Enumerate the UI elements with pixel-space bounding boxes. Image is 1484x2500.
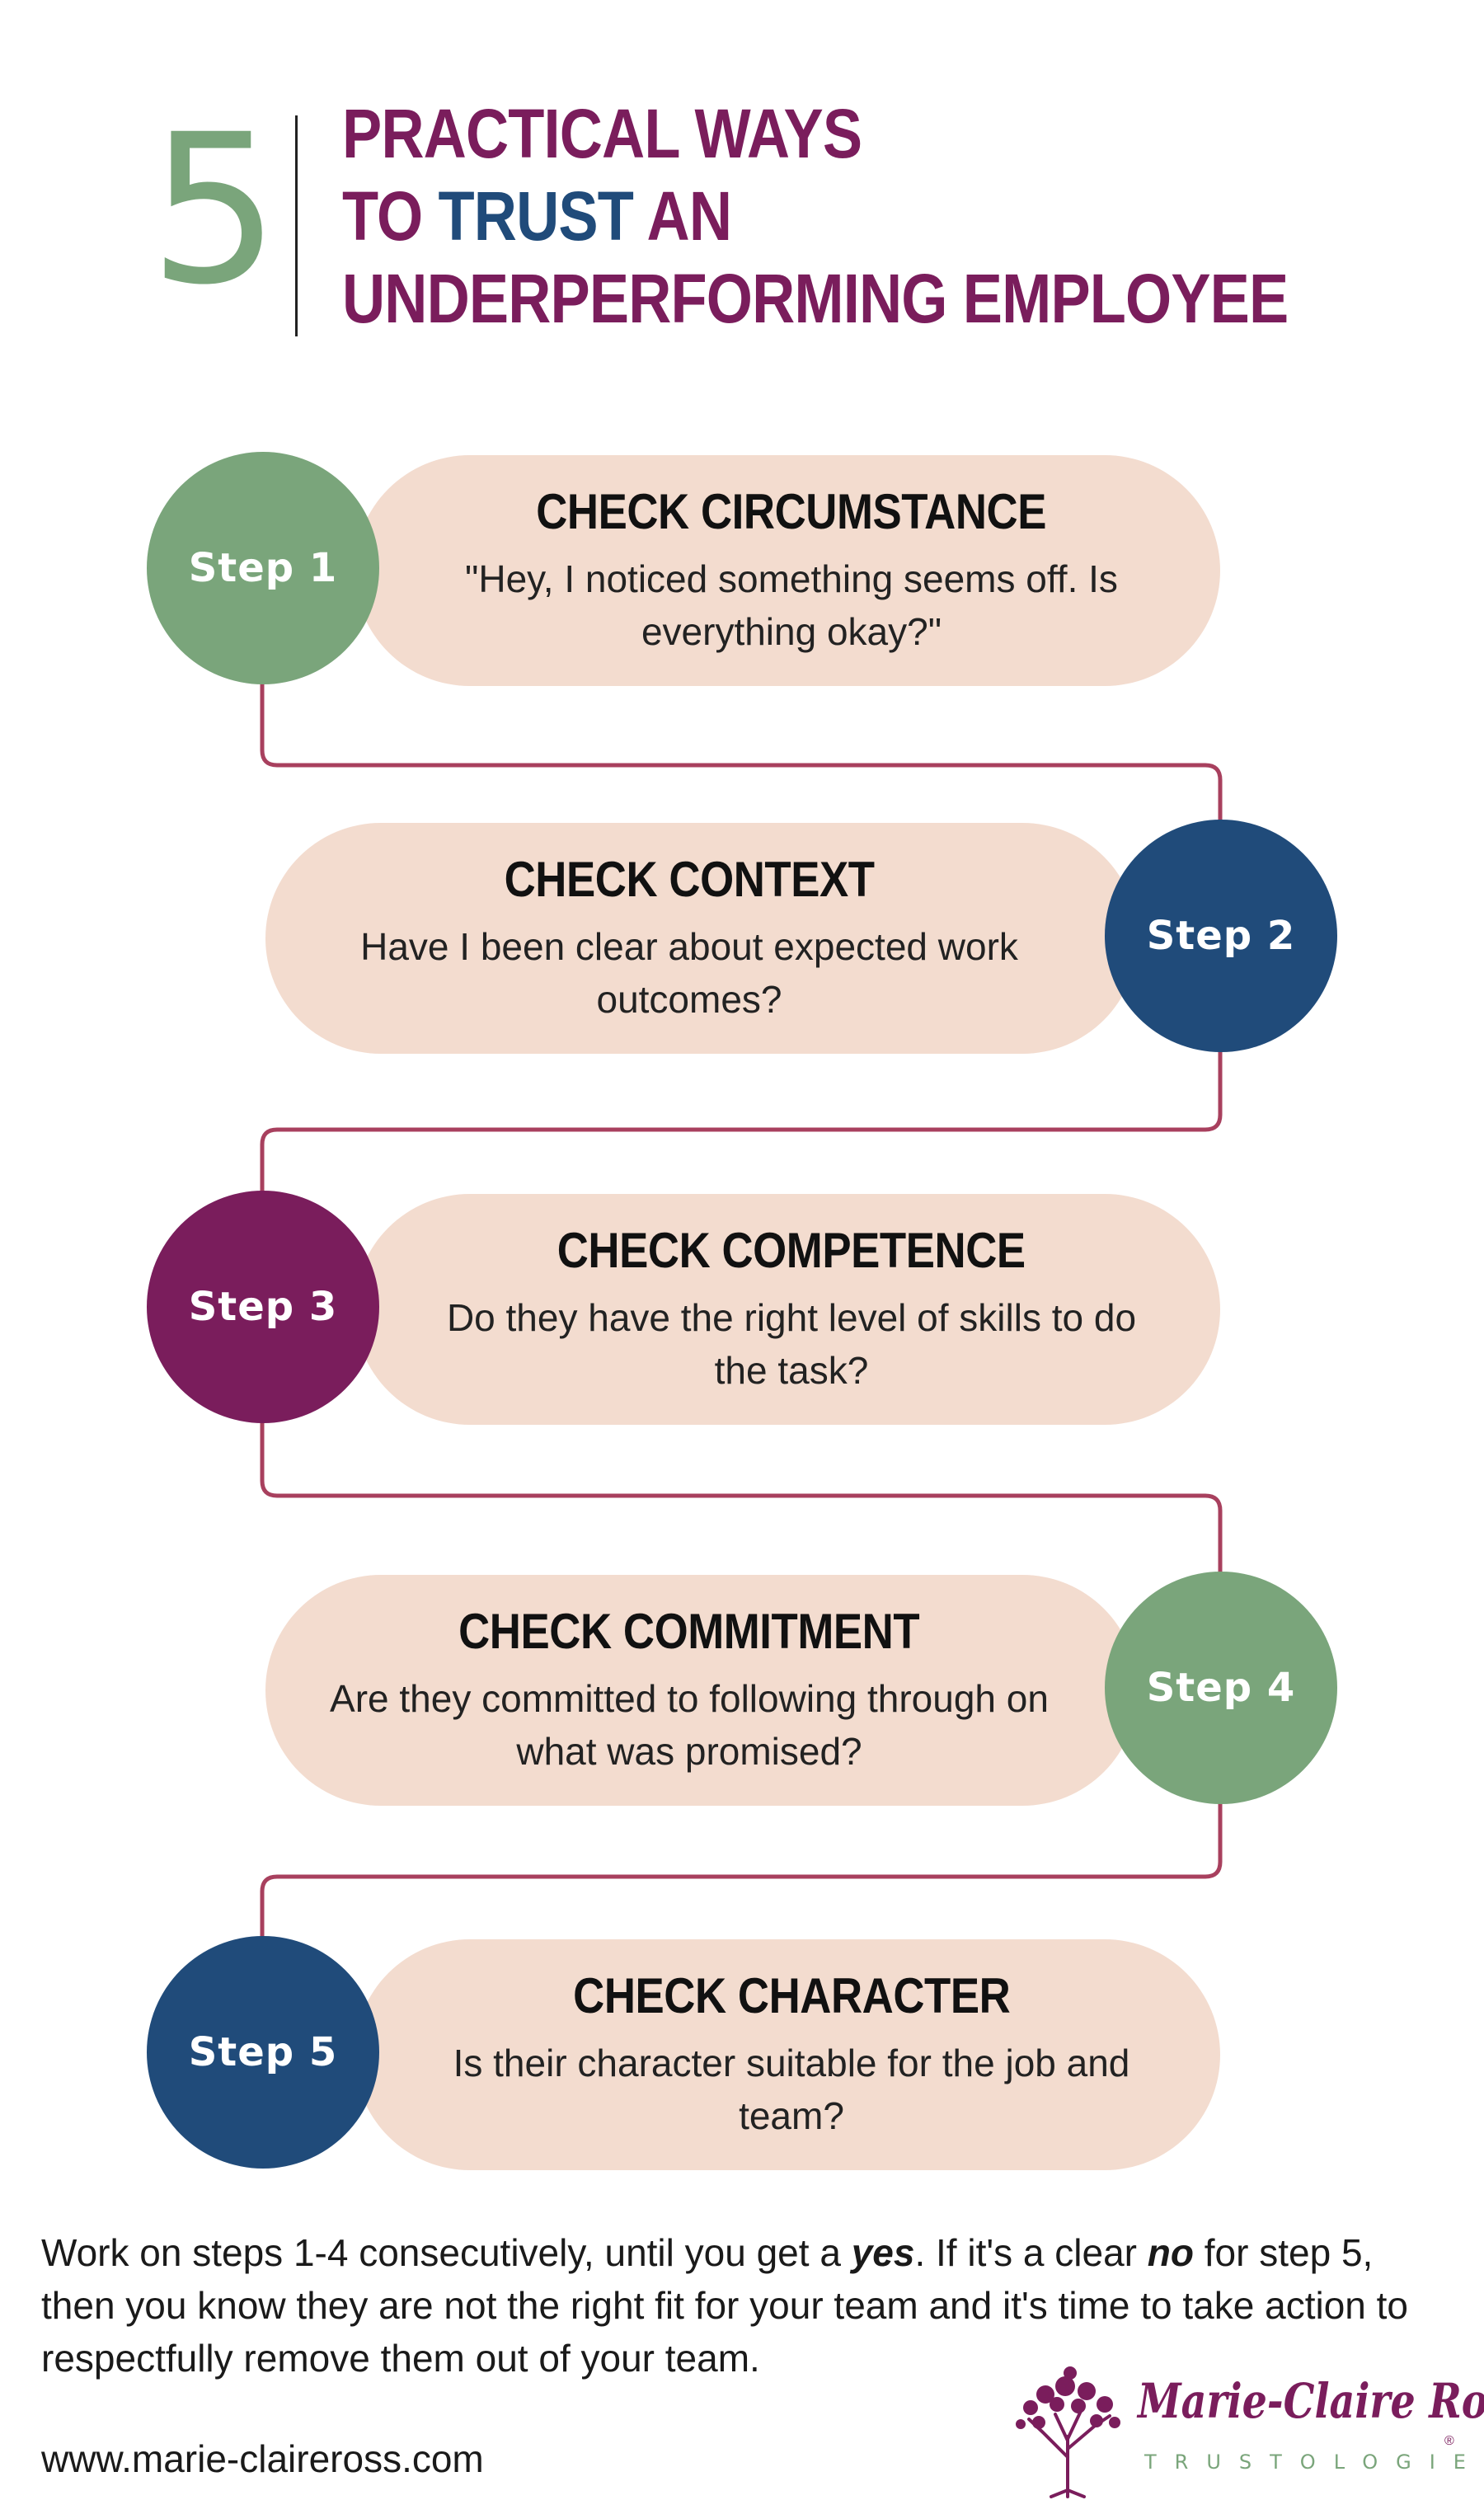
step-4-badge: Step 4 (1105, 1572, 1337, 1804)
website-link[interactable]: www.marie-claireross.com (41, 2437, 484, 2480)
logo-subtitle: TRUSTOLOGIE (1144, 2451, 1484, 2474)
connector-path (260, 683, 1223, 1939)
step-3-badge: Step 3 (147, 1191, 379, 1423)
step-4-body: Are they committed to following through … (330, 1677, 1049, 1773)
step-5-card: CHECK CHARACTER Is their character suita… (355, 1939, 1220, 2170)
step-4-card: CHECK COMMITMENT Are they committed to f… (265, 1575, 1138, 1806)
title-line-3: UNDERPERFORMING EMPLOYEE (342, 260, 1289, 337)
registered-mark: ® (1444, 2434, 1454, 2448)
step-5-label: Step 5 (188, 2029, 338, 2075)
step-1-badge: Step 1 (147, 452, 379, 684)
footer-text-3: for step 5, then you know they are not t… (41, 2231, 1408, 2380)
step-1-body: "Hey, I noticed something seems off. Is … (465, 557, 1118, 653)
footer-text-1: Work on steps 1-4 consecutively, until y… (41, 2231, 852, 2274)
step-3-heading: CHECK COMPETENCE (557, 1223, 1026, 1278)
footer-text-2: . If it's a clear (914, 2231, 1148, 2274)
step-1-label: Step 1 (188, 545, 338, 591)
step-2-badge: Step 2 (1105, 820, 1337, 1052)
title-divider (295, 115, 298, 336)
title-line-2: TO TRUST AN (342, 175, 732, 257)
step-2-body: Have I been clear about expected work ou… (360, 925, 1018, 1021)
step-1-heading: CHECK CIRCUMSTANCE (536, 484, 1047, 539)
step-4-label: Step 4 (1146, 1665, 1296, 1711)
step-5-body: Is their character suitable for the job … (453, 2042, 1130, 2137)
footer-emph-no: no (1147, 2231, 1194, 2274)
step-3-label: Step 3 (188, 1284, 338, 1330)
step-2-heading: CHECK CONTEXT (504, 852, 875, 907)
step-4-heading: CHECK COMMITMENT (458, 1604, 920, 1659)
footer-note: Work on steps 1-4 consecutively, until y… (41, 2226, 1426, 2385)
step-2-label: Step 2 (1146, 913, 1296, 959)
brand-logo: Marie-Claire Ross ® TRUSTOLOGIE (1006, 2358, 1484, 2498)
logo-name: Marie-Claire Ross (1138, 2373, 1484, 2429)
tree-icon (1016, 2366, 1120, 2498)
step-3-card: CHECK COMPETENCE Do they have the right … (355, 1194, 1220, 1425)
step-2-card: CHECK CONTEXT Have I been clear about ex… (265, 823, 1138, 1054)
step-1-card: CHECK CIRCUMSTANCE "Hey, I noticed somet… (355, 455, 1220, 686)
title-line-2-suffix: AN (632, 177, 732, 255)
title-accent-word: TRUST (438, 177, 634, 255)
footer-emph-yes: yes (851, 2231, 915, 2274)
title-line-1: PRACTICAL WAYS (342, 95, 862, 172)
step-5-heading: CHECK CHARACTER (572, 1968, 1011, 2023)
title-line-2-prefix: TO (342, 177, 439, 255)
step-3-body: Do they have the right level of skills t… (446, 1296, 1137, 1392)
title-number: 5 (148, 90, 280, 330)
step-5-badge: Step 5 (147, 1936, 379, 2169)
